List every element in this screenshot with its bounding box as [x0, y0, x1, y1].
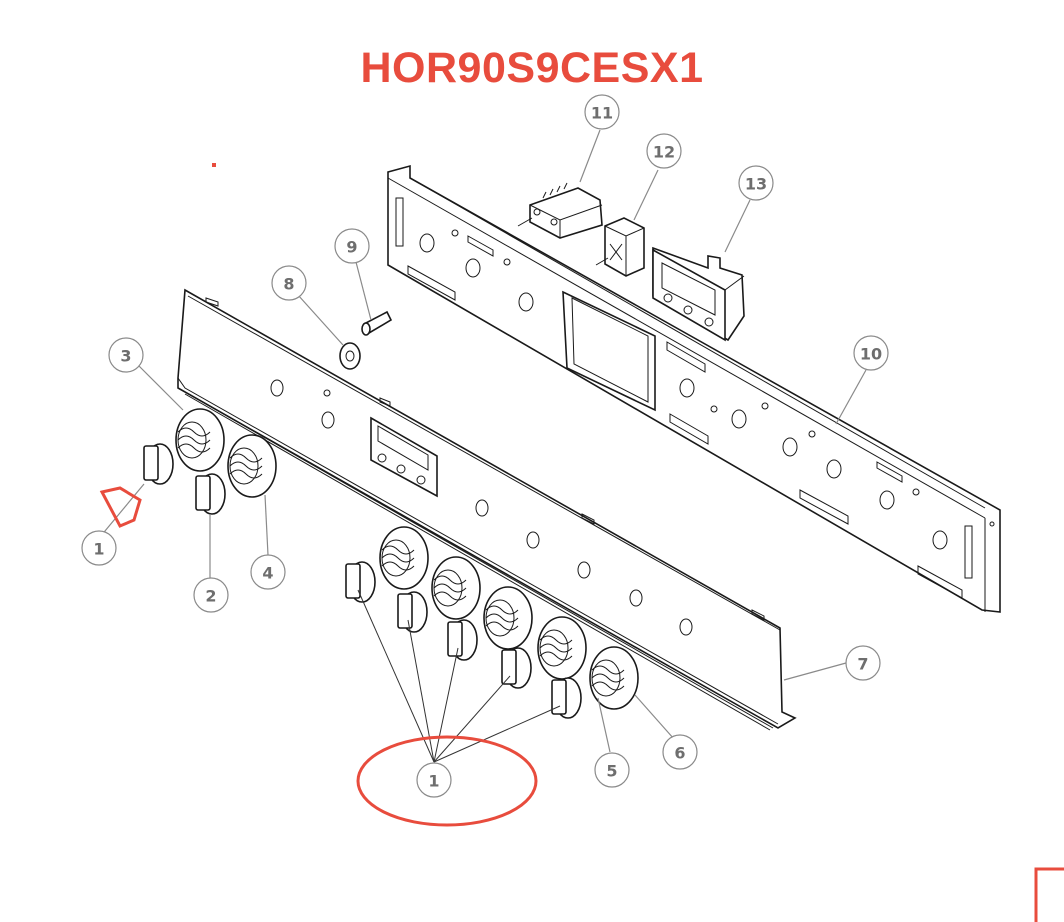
spring-bezel[interactable]	[483, 586, 533, 650]
callout-6[interactable]: 6	[662, 734, 698, 770]
svg-text:12: 12	[653, 143, 675, 162]
model-title: HOR90S9CESX1	[360, 44, 704, 92]
callout-1-left[interactable]: 1	[81, 530, 117, 566]
highlight-ellipse	[356, 735, 538, 827]
svg-text:11: 11	[591, 104, 613, 123]
svg-text:3: 3	[120, 347, 131, 366]
svg-text:1: 1	[93, 540, 104, 559]
callout-10[interactable]: 10	[853, 335, 889, 371]
spring-bezel[interactable]	[175, 408, 225, 472]
callout-4[interactable]: 4	[250, 554, 286, 590]
callout-12[interactable]: 12	[646, 133, 682, 169]
spring-bezel[interactable]	[379, 526, 429, 590]
knob[interactable]	[345, 561, 376, 603]
knob[interactable]	[447, 619, 478, 661]
callout-13[interactable]: 13	[738, 165, 774, 201]
knob[interactable]	[501, 647, 532, 689]
highlight-arrow-icon	[99, 486, 142, 528]
svg-text:7: 7	[857, 655, 868, 674]
leader-lines	[99, 129, 867, 763]
red-marker-dot	[212, 163, 216, 167]
thermostat[interactable]	[595, 217, 645, 277]
spring-bezel[interactable]	[227, 434, 277, 498]
svg-text:4: 4	[262, 564, 273, 583]
svg-text:9: 9	[346, 238, 357, 257]
oven-function-selector-switch[interactable]	[517, 182, 603, 239]
svg-text:6: 6	[674, 744, 685, 763]
knob[interactable]	[195, 473, 226, 515]
callout-8[interactable]: 8	[271, 265, 307, 301]
svg-text:10: 10	[860, 345, 882, 364]
callout-2[interactable]: 2	[193, 577, 229, 613]
spring-bezel[interactable]	[537, 616, 587, 680]
knob[interactable]	[143, 443, 174, 485]
knob-spring-bezels	[175, 408, 639, 710]
knob[interactable]	[551, 677, 582, 719]
digital-timer-clock[interactable]	[652, 246, 745, 342]
callout-5[interactable]: 5	[594, 752, 630, 788]
svg-text:13: 13	[745, 175, 767, 194]
svg-text:1: 1	[428, 772, 439, 791]
knob[interactable]	[397, 591, 428, 633]
callout-9[interactable]: 9	[334, 228, 370, 264]
svg-text:2: 2	[205, 587, 216, 606]
front-control-panel[interactable]	[177, 288, 797, 731]
rear-control-panel-bracket[interactable]	[387, 164, 1001, 613]
svg-text:5: 5	[606, 762, 617, 781]
light-switch[interactable]	[361, 310, 393, 336]
corner-frame-marker	[1034, 867, 1064, 922]
svg-text:8: 8	[283, 275, 294, 294]
control-knobs	[143, 443, 582, 719]
spring-bezel[interactable]	[589, 646, 639, 710]
callout-1-group[interactable]: 1	[416, 762, 452, 798]
callout-7[interactable]: 7	[845, 645, 881, 681]
callout-11[interactable]: 11	[584, 94, 620, 130]
light-switch-bezel[interactable]	[339, 342, 361, 370]
callout-3[interactable]: 3	[108, 337, 144, 373]
spring-bezel[interactable]	[431, 556, 481, 620]
